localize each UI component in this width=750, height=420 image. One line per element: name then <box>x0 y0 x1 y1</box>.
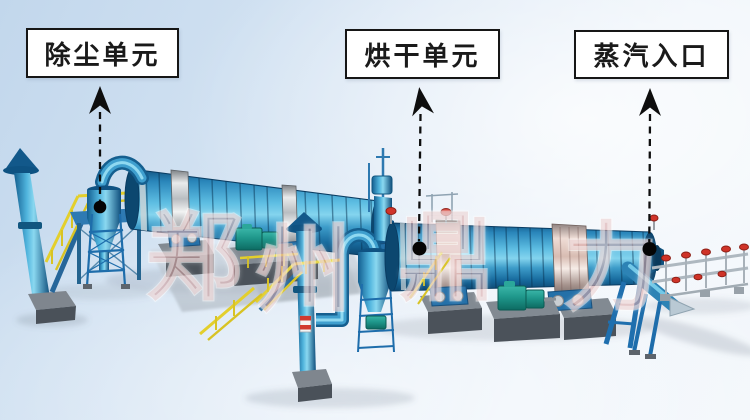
exhaust-stack <box>3 148 76 324</box>
rotary-drum-2 <box>374 196 664 298</box>
callout-dust-removal-unit: 除尘单元 <box>26 28 179 78</box>
steam-manifold-valves <box>661 243 749 284</box>
cyclone-dust-collector-1 <box>83 155 149 289</box>
access-stairs-middle <box>199 252 341 341</box>
callout-drying-unit: 烘干单元 <box>345 29 500 79</box>
steam-manifold <box>651 243 749 301</box>
hazard-marker <box>299 315 312 333</box>
steam-valves-top <box>385 207 659 230</box>
drum-2-ring-seams <box>404 223 646 291</box>
drive-motor-2 <box>497 281 557 311</box>
callout-label: 烘干单元 <box>364 40 481 71</box>
cyclone-2-stand <box>357 283 395 353</box>
callout-label: 除尘单元 <box>44 39 161 70</box>
drive-motor-1 <box>235 224 279 251</box>
callout-label: 蒸汽入口 <box>593 41 710 71</box>
middle-stack-and-cyclone <box>286 212 395 402</box>
callout-steam-inlet: 蒸汽入口 <box>574 30 729 79</box>
cyclone-1-stand <box>85 213 127 287</box>
drum-2-supports <box>408 251 616 342</box>
